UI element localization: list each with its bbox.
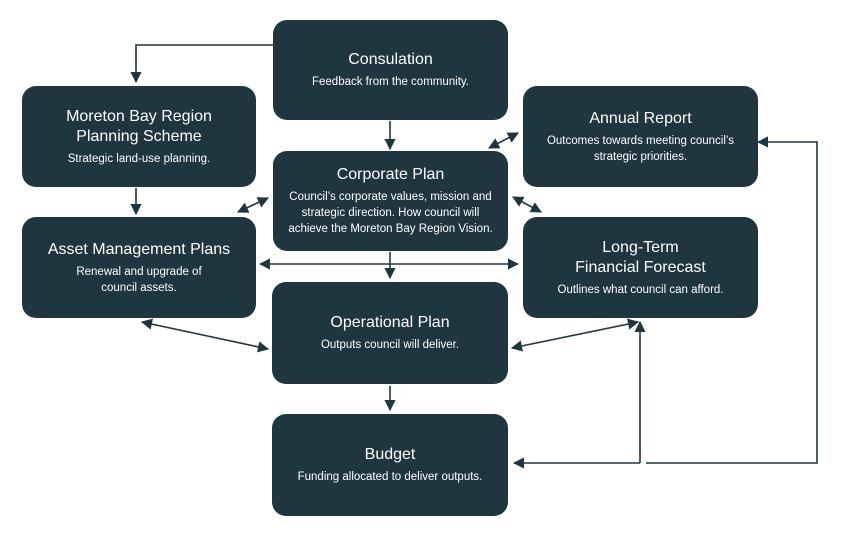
- planning-scheme-description: Strategic land-use planning.: [67, 152, 211, 165]
- planning-scheme-title: Moreton Bay Region Planning Scheme: [66, 107, 212, 145]
- consultation-box: Consulation Feedback from the community.: [273, 20, 508, 120]
- arrow-operational-plan-financial-forecast: [510, 318, 640, 352]
- financial-forecast-box: Long-Term Financial Forecast Outlines wh…: [523, 217, 758, 318]
- budget-title: Budget: [364, 446, 416, 463]
- corporate-plan-title: Corporate Plan: [336, 166, 445, 183]
- operational-plan-description: Outputs council will deliver.: [320, 339, 460, 351]
- corporate-plan-description: Council’s corporate values, mission and …: [288, 191, 493, 235]
- consultation-description: Feedback from the community.: [311, 76, 469, 88]
- operational-plan-title: Operational Plan: [330, 314, 450, 331]
- corporate-plan-box: Corporate Plan Council’s corporate value…: [273, 151, 508, 251]
- financial-forecast-description: Outlines what council can afford.: [557, 283, 724, 296]
- annual-report-title: Annual Report: [589, 109, 692, 127]
- consultation-title: Consulation: [348, 51, 433, 68]
- arrow-corporate-plan-financial-forecast: [512, 196, 542, 213]
- budget-box: Budget Funding allocated to deliver outp…: [272, 414, 508, 516]
- asset-management-box: Asset Management Plans Renewal and upgra…: [22, 217, 256, 318]
- planning-scheme-box: Moreton Bay Region Planning Scheme Strat…: [22, 86, 256, 187]
- asset-management-title: Asset Management Plans: [47, 240, 231, 258]
- arrow-corporate-plan-annual-report: [488, 132, 519, 149]
- operational-plan-box: Operational Plan Outputs council will de…: [272, 282, 508, 384]
- annual-report-description: Outcomes towards meeting council’s strat…: [546, 134, 735, 163]
- budget-description: Funding allocated to deliver outputs.: [297, 471, 483, 483]
- financial-forecast-title: Long-Term Financial Forecast: [575, 238, 706, 276]
- arrow-asset-management-operational-plan: [140, 318, 270, 353]
- arrow-consultation-to-planning-scheme: [130, 44, 273, 84]
- annual-report-box: Annual Report Outcomes towards meeting c…: [523, 86, 758, 187]
- asset-management-description: Renewal and upgrade of council assets.: [76, 265, 202, 294]
- arrow-corporate-plan-asset-management: [236, 197, 270, 213]
